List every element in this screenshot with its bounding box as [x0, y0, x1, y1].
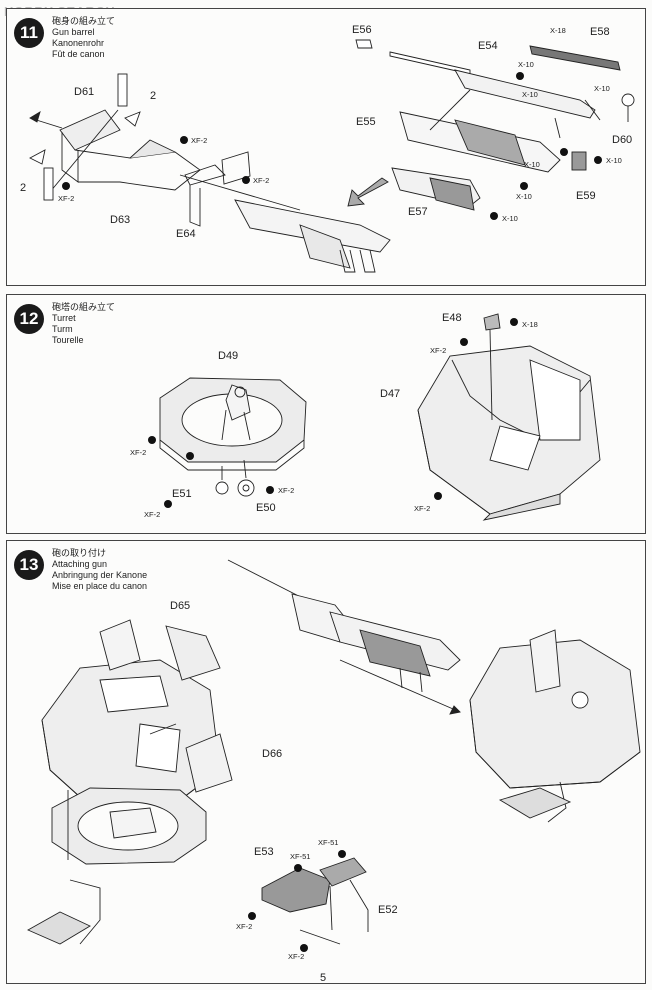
- part-label-e59: E59: [576, 190, 596, 202]
- paint-dot-icon: [242, 176, 250, 184]
- paint-code-label: X-18: [550, 26, 566, 35]
- step-12-titles: 砲塔の組み立て Turret Turm Tourelle: [52, 302, 115, 346]
- paint-dot-icon: [62, 182, 70, 190]
- step-11-title-en: Gun barrel: [52, 27, 95, 37]
- paint-code-label: X-10: [518, 60, 534, 69]
- paint-dot-icon: [266, 486, 274, 494]
- part-label-d66: D66: [262, 748, 283, 760]
- part-label-e54: E54: [478, 40, 498, 52]
- part-label-e53: E53: [254, 846, 274, 858]
- paint-code-label: XF-2: [236, 922, 253, 931]
- paint-code-label: X-10: [594, 84, 610, 93]
- part-label-d65: D65: [170, 600, 191, 612]
- paint-dot-icon: [460, 338, 468, 346]
- paint-code-label: X-10: [516, 192, 532, 201]
- paint-dot-icon: [186, 452, 194, 460]
- paint-code-label: XF-2: [144, 510, 161, 519]
- step-12-title-fr: Tourelle: [52, 335, 84, 345]
- step-11-titles: 砲身の組み立て Gun barrel Kanonenrohr Fût de ca…: [52, 16, 115, 60]
- part-label-e56: E56: [352, 24, 372, 36]
- paint-code-label: XF-51: [318, 838, 339, 847]
- step-11-number: 11: [14, 18, 44, 48]
- paint-code-label: XF-2: [253, 176, 270, 185]
- paint-dot-icon: [560, 148, 568, 156]
- part-label-e48: E48: [442, 312, 462, 324]
- step-13-titles: 砲の取り付け Attaching gun Anbringung der Kano…: [52, 548, 147, 592]
- paint-code-label: X-10: [502, 214, 518, 223]
- part-label-e52: E52: [378, 904, 398, 916]
- quantity-label: 2: [20, 182, 27, 194]
- step-11-title-de: Kanonenrohr: [52, 38, 105, 48]
- part-label-e57: E57: [408, 206, 428, 218]
- step-13-title-en: Attaching gun: [52, 559, 108, 569]
- step-12-number: 12: [14, 304, 44, 334]
- step-11-title-jp: 砲身の組み立て: [52, 16, 116, 26]
- page-number: 5: [320, 972, 327, 984]
- part-label-e50: E50: [256, 502, 276, 514]
- part-label-e55: E55: [356, 116, 376, 128]
- paint-dot-icon: [148, 436, 156, 444]
- step-12-title-jp: 砲塔の組み立て: [52, 302, 116, 312]
- part-label-e51: E51: [172, 488, 192, 500]
- paint-code-label: XF-2: [414, 504, 431, 513]
- paint-code-label: XF-2: [430, 346, 447, 355]
- part-label-d49: D49: [218, 350, 239, 362]
- step-13-title-de: Anbringung der Kanone: [52, 570, 148, 580]
- paint-dot-icon: [520, 182, 528, 190]
- paint-code-label: XF-2: [130, 448, 147, 457]
- paint-dot-icon: [338, 850, 346, 858]
- paint-code-label: X-10: [522, 90, 538, 99]
- part-label-e58: E58: [590, 26, 610, 38]
- step-12-title-en: Turret: [52, 313, 76, 323]
- paint-code-label: X-10: [606, 156, 622, 165]
- part-label-d60: D60: [612, 134, 633, 146]
- paint-dot-icon: [434, 492, 442, 500]
- paint-code-label: XF-2: [58, 194, 75, 203]
- paint-dot-icon: [510, 318, 518, 326]
- step-12-title-de: Turm: [52, 324, 73, 334]
- paint-code-label: XF-51: [290, 852, 311, 861]
- step-11-title-fr: Fût de canon: [52, 49, 105, 59]
- part-label-d61: D61: [74, 86, 95, 98]
- part-label-e64: E64: [176, 228, 196, 240]
- paint-code-label: XF-2: [191, 136, 208, 145]
- paint-code-label: XF-2: [278, 486, 295, 495]
- step-13-title-jp: 砲の取り付け: [52, 548, 107, 558]
- part-label-d63: D63: [110, 214, 131, 226]
- step-13-number: 13: [14, 550, 44, 580]
- paint-dot-icon: [294, 864, 302, 872]
- step-13-title-fr: Mise en place du canon: [52, 581, 148, 591]
- paint-dot-icon: [180, 136, 188, 144]
- paint-code-label: XF-2: [288, 952, 305, 961]
- paint-dot-icon: [594, 156, 602, 164]
- paint-code-label: X-18: [522, 320, 538, 329]
- paint-dot-icon: [164, 500, 172, 508]
- paint-dot-icon: [516, 72, 524, 80]
- part-label-d47: D47: [380, 388, 401, 400]
- paint-dot-icon: [248, 912, 256, 920]
- paint-code-label: X-10: [524, 160, 540, 169]
- paint-dot-icon: [490, 212, 498, 220]
- quantity-label: 2: [150, 90, 157, 102]
- paint-dot-icon: [300, 944, 308, 952]
